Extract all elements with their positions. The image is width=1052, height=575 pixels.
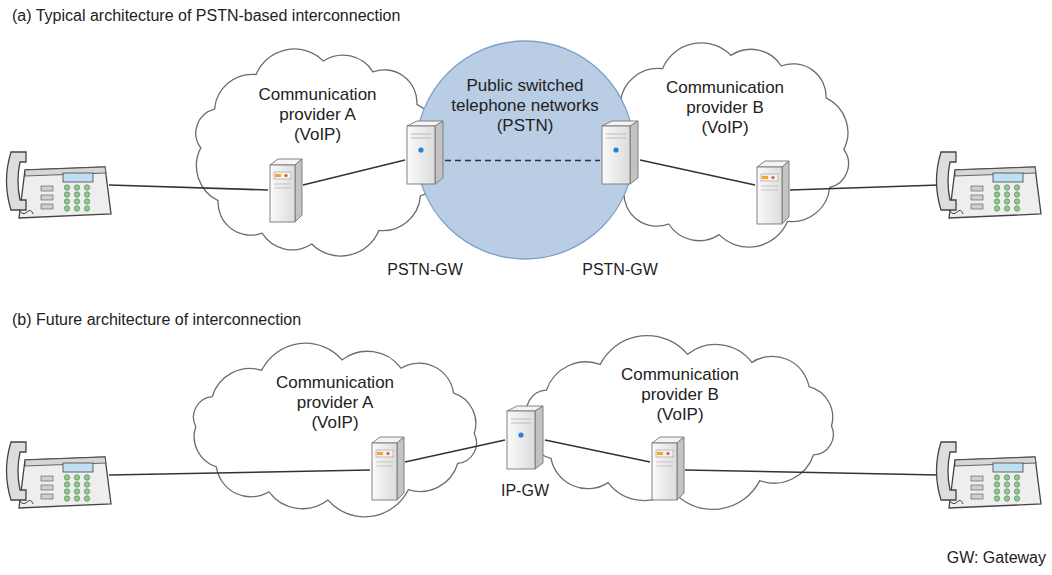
gateway-label: PSTN-GW <box>387 260 463 279</box>
network-name: Public switched telephone networks (PSTN… <box>440 76 610 136</box>
telephone-icon <box>937 442 1042 508</box>
gateway-server: IP-GW <box>505 405 545 470</box>
server-outline <box>505 405 545 470</box>
provider-name: Communication provider A (VoIP) <box>273 373 397 433</box>
abbreviation-note: GW: Gateway <box>947 548 1046 567</box>
gateway-label: IP-GW <box>501 481 549 500</box>
gateway-label: PSTN-GW <box>582 260 658 279</box>
provider-name: Communication provider A (VoIP) <box>256 85 380 145</box>
section-heading: (b) Future architecture of interconnecti… <box>12 310 301 329</box>
telephone-icon <box>7 442 112 508</box>
provider-name: Communication provider B (VoIP) <box>663 78 787 138</box>
gateway-server: PSTN-GW <box>405 120 445 185</box>
provider-name: Communication provider B (VoIP) <box>618 365 742 425</box>
voip-server-icon <box>757 161 789 224</box>
voip-server-icon <box>270 159 302 222</box>
voip-server-icon <box>372 437 404 500</box>
dashed-trunk <box>445 160 600 162</box>
voip-server-icon <box>652 437 684 500</box>
gateway-server: PSTN-GW <box>600 120 640 185</box>
telephone-icon <box>7 152 112 218</box>
server-outline <box>600 120 640 185</box>
section-heading: (a) Typical architecture of PSTN-based i… <box>12 6 400 25</box>
telephone-icon <box>937 152 1042 218</box>
server-outline <box>405 120 445 185</box>
provider-cloud: Communication provider A (VoIP) <box>165 340 505 520</box>
